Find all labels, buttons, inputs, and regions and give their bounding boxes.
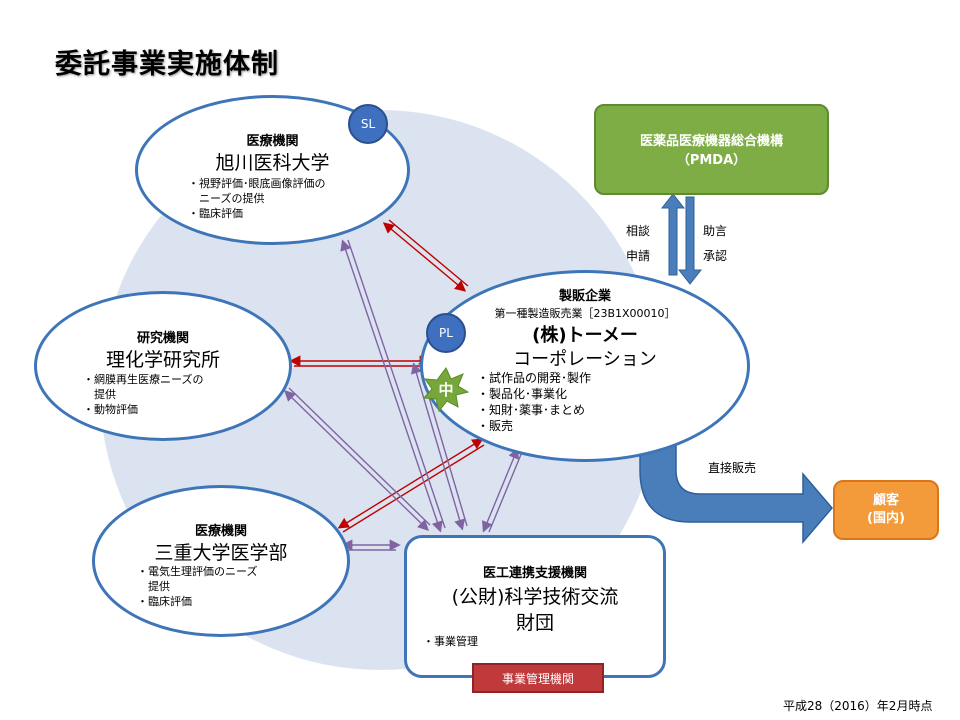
arrow-mie-jstf xyxy=(341,539,401,551)
tomey-node: 製販企業 第一種製造販売業［23B1X00010］ (株)トーメー コーポレーシ… xyxy=(420,270,750,462)
tomey-name-line2: コーポレーション xyxy=(513,349,657,370)
bullet-item: ・動物評価 xyxy=(83,403,138,416)
pl-badge: PL xyxy=(426,313,466,353)
star-badge: 中 xyxy=(422,366,470,414)
tomey-bullets: ・試作品の開発･製作 ・製品化･事業化 ・知財･薬事･まとめ ・販売 xyxy=(477,370,591,434)
star-label: 中 xyxy=(438,381,454,399)
mie-category: 医療機関 xyxy=(194,524,247,539)
arrow-riken-jstf xyxy=(283,387,431,531)
arrow-direct-sales xyxy=(639,431,833,545)
pmda-line2: （PMDA） xyxy=(676,153,747,168)
pmda-line1: 医薬品医療機器総合機構 xyxy=(639,134,783,149)
asahikawa-bullets: ・視野評価･眼底画像評価の ニーズの提供 ・臨床評価 xyxy=(188,176,326,221)
arrow-tomey-to-pmda xyxy=(660,193,686,276)
tomey-category: 製販企業 xyxy=(558,289,611,304)
arrow-tomey-jstf-right xyxy=(482,447,523,533)
label-consult: 相談 xyxy=(626,224,651,238)
bullet-item: ・販売 xyxy=(477,419,514,433)
sl-badge: SL xyxy=(348,104,388,144)
jstf-name-line2: 財団 xyxy=(515,612,554,634)
pmda-node: 医薬品医療機器総合機構 （PMDA） xyxy=(594,104,829,195)
mie-node: 医療機関 三重大学医学部 ・電気生理評価のニーズ 提供 ・臨床評価 xyxy=(92,485,350,637)
bullet-item: ・電気生理評価のニーズ xyxy=(137,565,258,578)
bullet-item: ・製品化･事業化 xyxy=(477,387,568,401)
riken-node: 研究機関 理化学研究所 ・網膜再生医療ニーズの 提供 ・動物評価 xyxy=(34,291,292,441)
bullet-item: ・視野評価･眼底画像評価の xyxy=(188,177,326,190)
tomey-license: 第一種製造販売業［23B1X00010］ xyxy=(494,307,676,320)
bullet-item: 提供 xyxy=(83,388,116,401)
label-approve: 承認 xyxy=(703,249,728,263)
bullet-item: ・知財･薬事･まとめ xyxy=(477,403,586,417)
jstf-node: 医工連携支援機関 (公財)科学技術交流 財団 ・事業管理 xyxy=(404,535,666,678)
label-direct-sales: 直接販売 xyxy=(708,461,757,475)
star-icon xyxy=(422,367,470,413)
label-advice: 助言 xyxy=(703,224,728,238)
mie-bullets: ・電気生理評価のニーズ 提供 ・臨床評価 xyxy=(137,564,257,609)
mie-name: 三重大学医学部 xyxy=(154,542,288,564)
arrow-riken-tomey xyxy=(289,355,431,367)
jstf-bullets: ・事業管理 xyxy=(423,634,478,649)
riken-bullets: ・網膜再生医療ニーズの 提供 ・動物評価 xyxy=(83,372,203,417)
bullet-item: ・試作品の開発･製作 xyxy=(477,371,592,385)
customer-node: 顧客 (国内) xyxy=(833,480,939,540)
page-title: 委託事業実施体制 xyxy=(55,49,279,80)
riken-category: 研究機関 xyxy=(136,331,189,346)
riken-name: 理化学研究所 xyxy=(105,349,220,371)
arrow-pmda-to-tomey xyxy=(677,196,703,285)
jstf-category: 医工連携支援機関 xyxy=(482,566,587,581)
bullet-item: ・臨床評価 xyxy=(137,595,192,608)
management-tag: 事業管理機関 xyxy=(472,663,604,693)
asahikawa-category: 医療機関 xyxy=(246,134,299,149)
bullet-item: ・臨床評価 xyxy=(188,207,243,220)
date-note: 平成28（2016）年2月時点 xyxy=(783,699,933,713)
arrow-mie-tomey xyxy=(337,438,485,533)
bullet-item: ・網膜再生医療ニーズの xyxy=(83,373,204,386)
customer-line2: (国内) xyxy=(867,511,905,526)
asahikawa-name: 旭川医科大学 xyxy=(215,152,330,174)
arrow-asahikawa-tomey xyxy=(382,219,469,292)
label-apply: 申請 xyxy=(626,249,651,263)
bullet-item: ・事業管理 xyxy=(423,635,478,648)
bullet-item: ニーズの提供 xyxy=(188,192,265,205)
jstf-name-line1: (公財)科学技術交流 xyxy=(451,586,619,608)
bullet-item: 提供 xyxy=(137,580,170,593)
tomey-name-line1: (株)トーメー xyxy=(532,325,638,346)
customer-line1: 顧客 xyxy=(872,493,899,508)
